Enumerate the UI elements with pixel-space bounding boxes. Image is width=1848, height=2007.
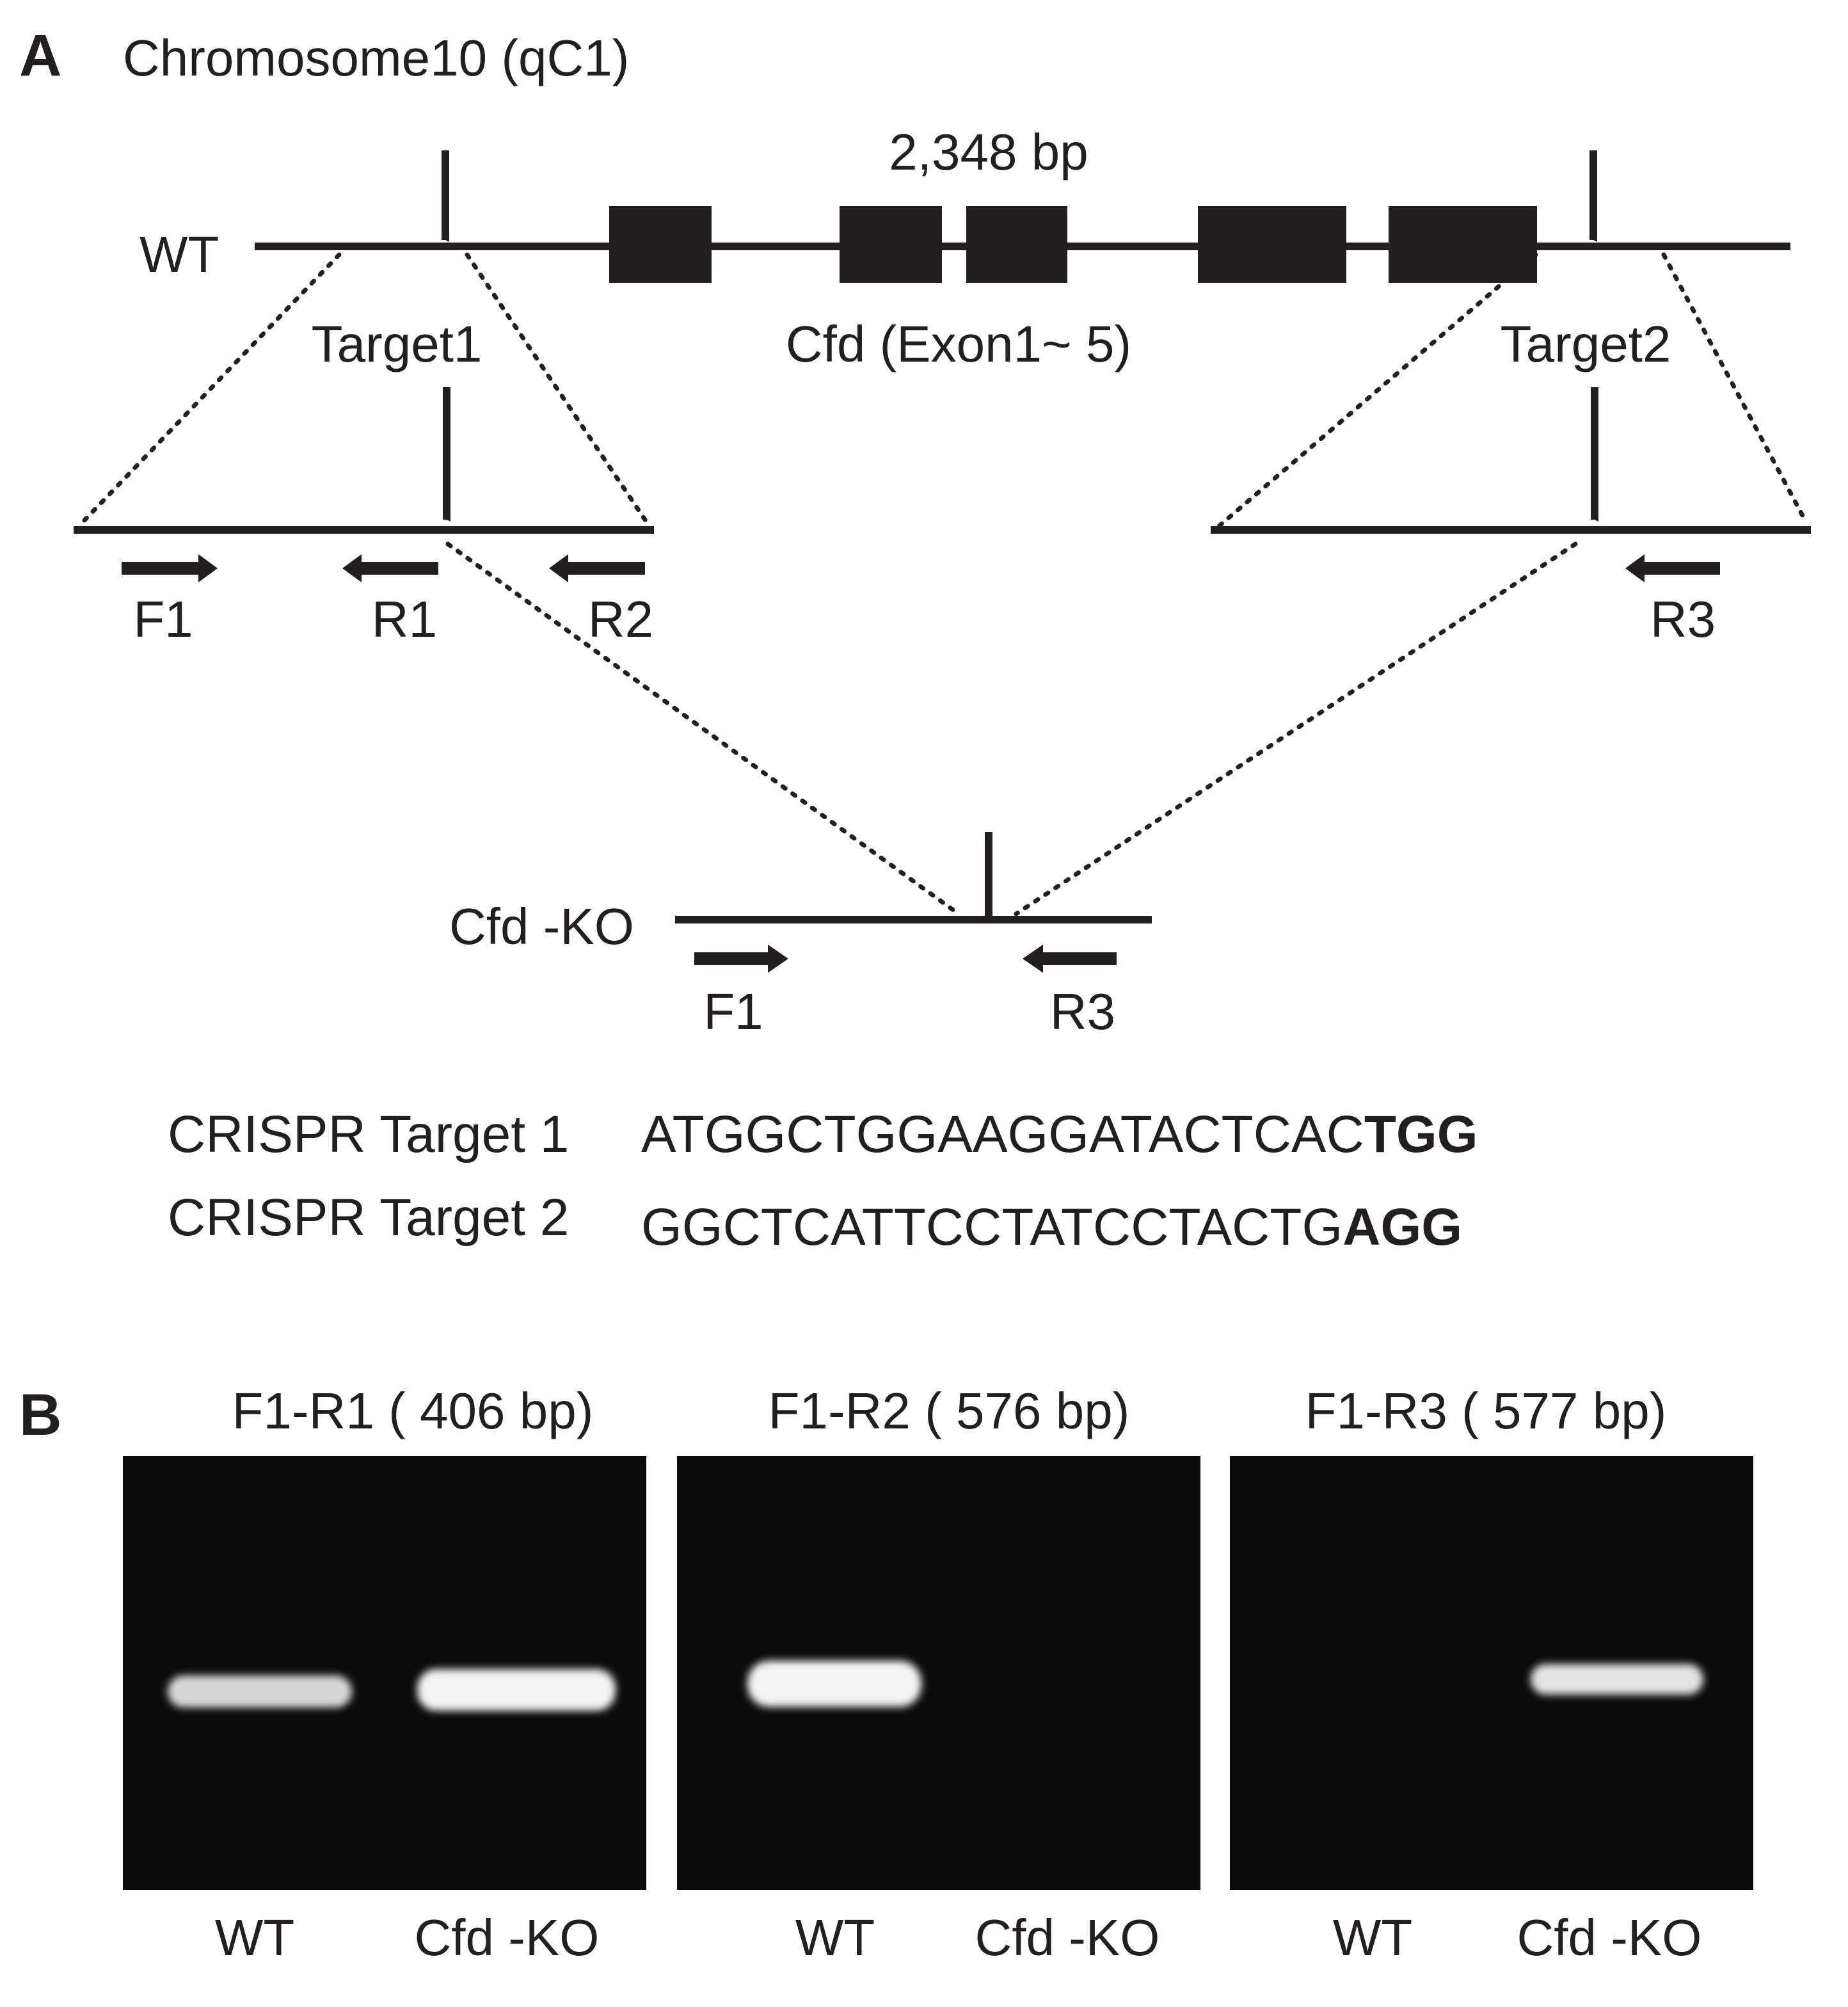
primer-r3-arrow [1625, 554, 1720, 582]
gel-1: F1-R1 ( 406 bp) WT Cfd -KO [123, 1382, 646, 1966]
target2-label: Target2 [1501, 316, 1671, 372]
crispr-target2-label: CRISPR Target 2 [168, 1188, 569, 1247]
primer-r3-label: R3 [1650, 591, 1716, 648]
zoom-line-right-a [1212, 252, 1538, 532]
primer-r1-label: R1 [372, 591, 437, 648]
exon-blocks [609, 206, 1537, 283]
gel-1-lane-ko-label: Cfd -KO [415, 1909, 600, 1966]
panel-a-letter: A [19, 23, 61, 88]
gel-2: F1-R2 ( 576 bp) WT Cfd -KO [677, 1382, 1200, 1966]
crispr-target2-seq: GGCTCATTCCTATCCTACTG [641, 1198, 1342, 1256]
target1-label: Target1 [312, 316, 482, 372]
ko-join-line-right [1014, 541, 1578, 916]
crispr-target1-sequence: ATGGCTGGAAGGATACTCACTGG [641, 1105, 1478, 1163]
crispr-target1-seq: ATGGCTGGAAGGATACTCAC [641, 1105, 1364, 1163]
gene-label: Cfd (Exon1~ 5) [786, 316, 1131, 372]
wt-label: WT [139, 226, 219, 283]
primer-f1-label: F1 [133, 591, 193, 648]
ko-primers [694, 945, 1117, 973]
ko-join-line-left [445, 541, 961, 916]
ko-primer-f1-arrow [694, 945, 788, 973]
gel-1-lane-wt-label: WT [215, 1909, 294, 1966]
gel-3-lane-ko-label: Cfd -KO [1517, 1909, 1702, 1966]
ko-primer-f1-label: F1 [703, 983, 763, 1040]
gel-1-band-wt [168, 1675, 352, 1707]
zoom-line-left-b [465, 252, 649, 524]
gel-2-lane-wt-label: WT [795, 1909, 875, 1966]
panel-b-letter: B [19, 1382, 61, 1448]
gel-3: F1-R3 ( 577 bp) WT Cfd -KO [1230, 1382, 1753, 1966]
exon-3 [966, 206, 1067, 283]
panel-a: A Chromosome10 (qC1) 2,348 bp WT Target1… [19, 23, 1811, 1256]
panel-b: B F1-R1 ( 406 bp) WT Cfd -KO F1-R2 ( 576… [19, 1382, 1753, 1966]
ko-label: Cfd -KO [449, 898, 634, 955]
gel-1-band-ko [417, 1669, 616, 1711]
ko-primer-r3-arrow [1023, 945, 1117, 973]
primer-f1-arrow [122, 554, 218, 582]
gel-3-title: F1-R3 ( 577 bp) [1305, 1382, 1667, 1439]
crispr-target2-pam: AGG [1342, 1198, 1462, 1256]
gel-2-title: F1-R2 ( 576 bp) [769, 1382, 1130, 1439]
chromosome-label: Chromosome10 (qC1) [123, 29, 629, 86]
exon-5 [1389, 206, 1537, 283]
zoom-line-right-b [1661, 252, 1808, 524]
exon-2 [840, 206, 942, 283]
gel-3-lane-wt-label: WT [1333, 1909, 1412, 1966]
zoom-line-left-a [81, 252, 342, 524]
primer-r1-arrow [342, 554, 438, 582]
primer-r2-label: R2 [588, 591, 653, 648]
crispr-target2-sequence: GGCTCATTCCTATCCTACTGAGG [641, 1198, 1462, 1256]
crispr-target1-label: CRISPR Target 1 [168, 1105, 569, 1163]
crispr-target1-pam: TGG [1364, 1105, 1478, 1163]
target1-primers [122, 554, 645, 582]
gel-2-band-wt [747, 1661, 921, 1707]
primer-r2-arrow [549, 554, 645, 582]
gel-1-title: F1-R1 ( 406 bp) [232, 1382, 594, 1439]
gel-3-band-ko [1531, 1664, 1703, 1695]
ko-primer-r3-label: R3 [1050, 983, 1115, 1040]
gene-length-label: 2,348 bp [889, 124, 1088, 180]
gel-2-lane-ko-label: Cfd -KO [975, 1909, 1160, 1966]
exon-1 [609, 206, 712, 283]
exon-4 [1198, 206, 1346, 283]
